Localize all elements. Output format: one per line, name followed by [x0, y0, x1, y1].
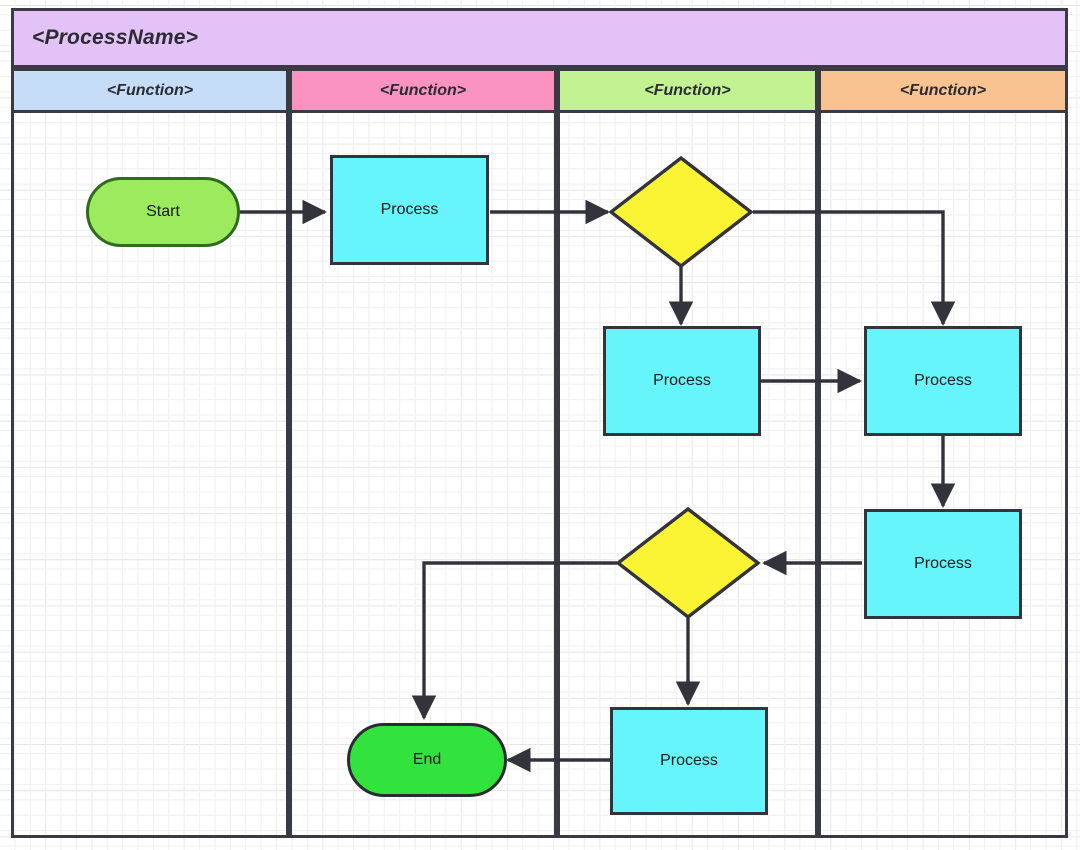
- node-end[interactable]: End: [347, 723, 507, 797]
- lane-header-label-2: <Function>: [379, 81, 467, 99]
- lane-header-label-3: <Function>: [644, 81, 731, 99]
- node-process-2-label: Process: [653, 372, 711, 389]
- node-process-5[interactable]: Process: [610, 707, 768, 815]
- node-process-2[interactable]: Process: [603, 326, 761, 436]
- lane-header-label-1: <Function>: [106, 81, 194, 99]
- lane-header-label-4: <Function>: [899, 81, 987, 99]
- node-start[interactable]: Start: [86, 177, 240, 247]
- node-end-label: End: [412, 751, 442, 768]
- node-process-3[interactable]: Process: [864, 326, 1022, 436]
- lane-header-2[interactable]: <Function>: [289, 68, 557, 113]
- lane-header-4[interactable]: <Function>: [818, 68, 1068, 113]
- pool-title-band[interactable]: <ProcessName>: [11, 8, 1068, 68]
- node-process-1[interactable]: Process: [330, 155, 489, 265]
- node-start-label: Start: [146, 203, 180, 220]
- node-process-3-label: Process: [914, 372, 972, 389]
- node-decision-2-label: [615, 506, 761, 620]
- lane-header-3[interactable]: <Function>: [557, 68, 818, 113]
- lane-header-1[interactable]: <Function>: [11, 68, 289, 113]
- node-process-4-label: Process: [914, 555, 972, 572]
- node-process-1-label: Process: [380, 201, 439, 218]
- pool-title-text: <ProcessName>: [32, 26, 199, 49]
- node-decision-1[interactable]: [608, 155, 754, 269]
- node-decision-1-label: [608, 155, 754, 269]
- node-decision-2[interactable]: [615, 506, 761, 620]
- node-process-4[interactable]: Process: [864, 509, 1022, 619]
- node-process-5-label: Process: [660, 752, 718, 769]
